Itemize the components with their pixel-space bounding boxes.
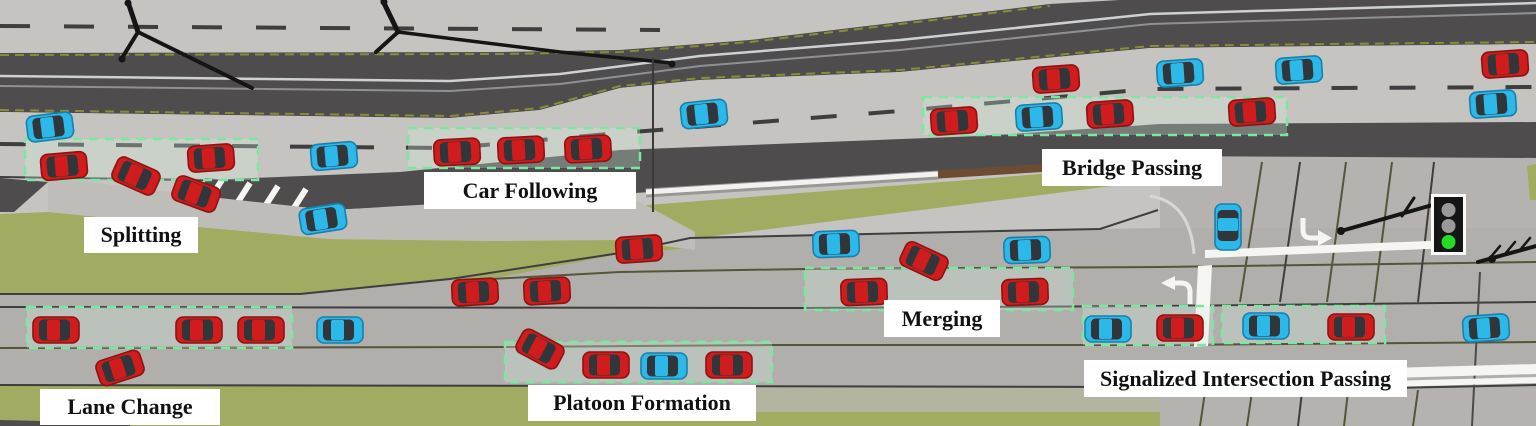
signal-lamp-green-on [1441,235,1456,249]
right-turn-arrow [1300,218,1332,246]
car-red [39,150,89,182]
rail-line [0,1,1536,83]
label-merging: Merging [884,300,1000,337]
tree-branches [118,0,1536,264]
signal-lamp-off [1441,219,1456,233]
car-red [614,234,664,264]
corner-curb [1149,194,1196,255]
car-red [95,349,145,387]
label-platoon-formation: Platoon Formation [528,385,756,421]
car-red [1327,313,1375,341]
car-blue [812,229,860,259]
car-blue [25,111,75,143]
label-lane-change: Lane Change [40,389,220,425]
rail-line [0,12,1536,93]
top-road-markings [0,24,661,32]
bridge-road [0,44,1536,182]
label-car-following: Car Following [424,172,636,209]
car-red [522,276,572,306]
car-red [1227,97,1277,127]
traffic-light [1431,194,1466,255]
car-red [1480,49,1530,79]
bridge-road-edge [0,176,206,181]
car-red [432,137,482,167]
car-blue [1242,312,1290,340]
crosswalk-band-north [1205,240,1452,258]
car-blue [1155,58,1205,88]
car-red [496,135,546,165]
car-blue [309,140,359,172]
car-red [515,328,565,370]
car-blue [1461,313,1511,343]
car-blue [640,352,688,380]
label-splitting: Splitting [84,217,198,253]
car-blue [1468,89,1518,119]
crosswalk-band-east-1 [1388,364,1536,378]
car-red [1001,277,1049,307]
car-red [840,277,888,307]
grass-bottom-mid [640,412,1160,426]
railway-median [0,0,1536,118]
car-red [175,316,223,344]
car-red [705,351,753,379]
car-blue [1003,235,1051,265]
car-red [237,316,285,344]
car-red [32,316,80,344]
car-blue [316,316,364,344]
car-red [1156,314,1204,342]
car-red [450,277,500,307]
car-red [171,175,221,213]
bridge-road-dashes [0,85,1536,151]
label-bridge-passing: Bridge Passing [1042,149,1222,186]
car-blue [1274,55,1324,85]
car-red [186,143,236,173]
car-red [899,241,949,281]
signal-lamp-off [1441,203,1456,217]
median-edge-bottom [0,41,1536,118]
car-blue [1014,102,1064,132]
car-blue [1214,203,1242,251]
car-red [582,351,630,379]
car-red [111,156,161,196]
car-red [563,134,613,164]
grass-mid [622,164,1160,243]
crosswalk-band-east-2 [1388,377,1536,387]
guardrail [645,171,939,195]
on-ramp [48,177,695,250]
sidewalk [640,386,1160,412]
grass-right-sliver [1527,164,1536,200]
car-blue [679,98,729,130]
car-blue [1084,315,1132,343]
car-red [1031,64,1081,94]
left-turn-arrow [1161,276,1193,304]
car-red [929,106,979,136]
label-signalized-intersection-passing: Signalized Intersection Passing [1084,360,1407,397]
vehicles [25,49,1530,387]
traffic-signal [1431,194,1466,255]
car-blue [298,202,348,236]
car-red [1085,99,1135,129]
